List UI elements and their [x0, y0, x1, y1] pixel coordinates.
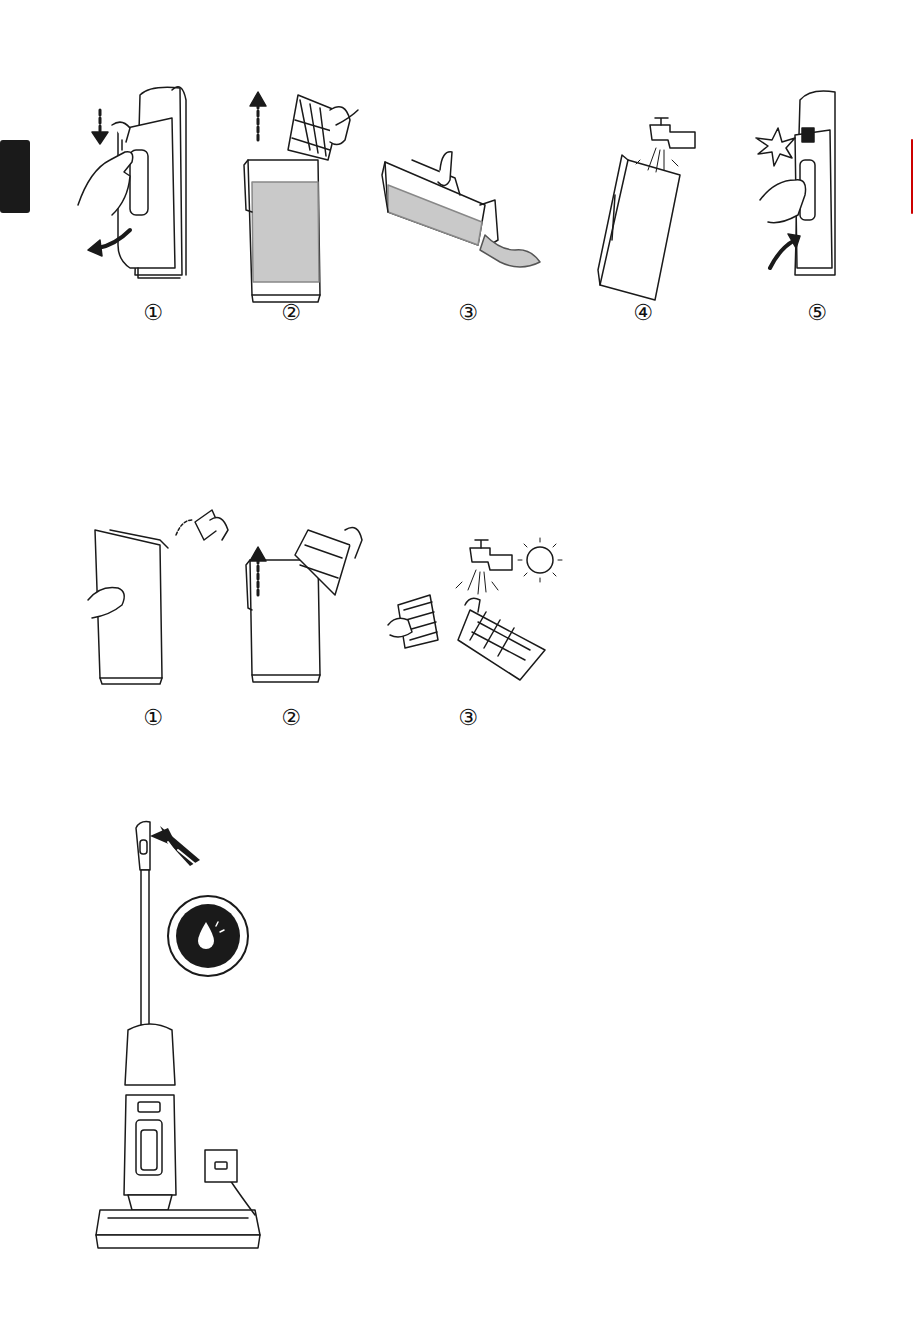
- callout-number: ⑤: [807, 302, 827, 324]
- wash-dry-filter-figure: [388, 538, 562, 680]
- callout-number: ①: [143, 302, 163, 324]
- pour-water-figure: [382, 152, 540, 267]
- reinsert-tank-figure: [756, 91, 835, 275]
- callout-number: ④: [633, 302, 653, 324]
- rinse-tank-figure: [598, 118, 695, 300]
- callout-number: ②: [281, 302, 301, 324]
- self-clean-figure: [96, 822, 260, 1248]
- callout-number: ①: [143, 707, 163, 729]
- lift-filter-figure: [244, 92, 358, 302]
- page-tab: [0, 140, 30, 213]
- callout-number: ③: [458, 302, 478, 324]
- remove-filter-figure: [246, 528, 362, 682]
- edge-mark: [911, 140, 913, 213]
- open-lid-figure: [88, 510, 228, 684]
- remove-tank-figure: [78, 87, 186, 278]
- callout-number: ②: [281, 707, 301, 729]
- callout-number: ③: [458, 707, 478, 729]
